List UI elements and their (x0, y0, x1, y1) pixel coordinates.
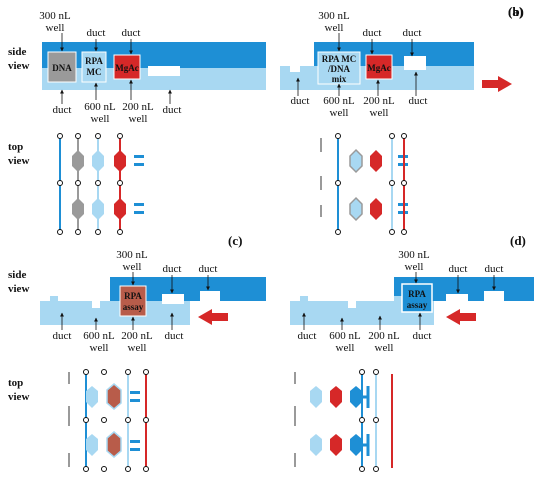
bottom-layer-d (290, 296, 434, 325)
assay-label-c1: RPA (124, 291, 142, 301)
top-view-label-c2: view (8, 391, 29, 403)
well600-label-1: 600 nL (84, 101, 116, 113)
mix-chamber (317, 51, 361, 85)
top-view-a (57, 133, 144, 235)
duct-bottom-d1: duct (298, 330, 317, 342)
flow-arrow-b (482, 76, 512, 92)
top-view-label-line2: view (8, 155, 29, 167)
side-view-label-c2: view (8, 283, 29, 295)
well300-label-2: well (46, 22, 65, 34)
duct-top-b2: duct (403, 27, 422, 39)
side-view-label-line2: view (8, 60, 29, 72)
panel-a-letter: (a) (508, 4, 523, 19)
flow-arrow-d (446, 309, 476, 325)
side-view-label-c1: side (8, 269, 26, 281)
duct-gap-c2 (200, 291, 220, 301)
mix-label-1: RPA MC (322, 54, 357, 64)
well200-label-2: well (129, 113, 148, 125)
duct-top-c1: duct (163, 263, 182, 275)
assay-chamber-d (401, 283, 433, 313)
well200-label-c1: 200 nL (121, 330, 153, 342)
rpa-mc-label-1: RPA (85, 56, 103, 66)
rpa-mc-label-2: MC (87, 67, 102, 77)
assay-label-c2: assay (123, 302, 144, 312)
side-view-label-line1: side (8, 46, 26, 58)
top-layer (42, 42, 266, 68)
panel-b: (b) RPA MC /DNA mix MgAc 300 nL well duc… (280, 4, 524, 235)
well300-label-c1: 300 nL (116, 249, 148, 261)
well200-label-b2: well (370, 107, 389, 119)
duct-gap-d1 (446, 294, 468, 304)
well600-label-c2: well (90, 342, 109, 354)
well300-label-d1: 300 nL (398, 249, 430, 261)
assay-label-d2: assay (407, 300, 428, 310)
well600-label-b1: 600 nL (323, 95, 355, 107)
panel-c-letter: (c) (228, 233, 242, 248)
assay-chamber-c (119, 285, 147, 317)
panel-c: (c) side view RPA assay 300 nL well duct… (8, 233, 266, 472)
panel-d: (d) RPA assay 300 nL well duct duct duct… (290, 233, 534, 472)
top-view-label-c1: top (8, 377, 23, 389)
duct-top-d1: duct (449, 263, 468, 275)
top-view-label-line1: top (8, 141, 23, 153)
panel-d-letter: (d) (510, 233, 526, 248)
duct-bottom-1: duct (53, 104, 72, 116)
duct-bottom-2: duct (163, 104, 182, 116)
duct-bottom-b1: duct (291, 95, 310, 107)
mix-label-2: /DNA (327, 64, 350, 74)
well200-label-d2: well (375, 342, 394, 354)
panel-b-letter: (b) (508, 4, 524, 19)
top-view-c (68, 369, 149, 472)
well300-label-b2: well (325, 22, 344, 34)
panel-a: (a) side view DNA RPA MC MgAc 300 nL wel… (8, 4, 523, 235)
duct-bottom-b2: duct (409, 95, 428, 107)
well200-label-c2: well (128, 342, 147, 354)
well600-label-b2: well (330, 107, 349, 119)
duct-top-2: duct (122, 27, 141, 39)
well300-label-c2: well (123, 261, 142, 273)
well600-label-2: well (91, 113, 110, 125)
well300-label-d2: well (405, 261, 424, 273)
well300-label-b1: 300 nL (318, 10, 350, 22)
well600-label-c1: 600 nL (83, 330, 115, 342)
well200-label-d1: 200 nL (368, 330, 400, 342)
mgac-chamber-b (365, 54, 393, 80)
duct-bottom-d2: duct (413, 330, 432, 342)
duct-top-1: duct (87, 27, 106, 39)
duct-top-d2: duct (485, 263, 504, 275)
well200-label-1: 200 nL (122, 101, 154, 113)
mix-label-3: mix (332, 74, 347, 84)
duct-bottom-c2: duct (165, 330, 184, 342)
duct-bottom-c1: duct (53, 330, 72, 342)
duct-gap-d2 (484, 291, 504, 301)
top-view-b (320, 133, 408, 235)
mgac-label: MgAc (115, 63, 139, 73)
well600-label-d2: well (336, 342, 355, 354)
mgac-label-b: MgAc (367, 63, 391, 73)
bottom-layer-c (40, 296, 190, 325)
well600-label-d1: 600 nL (329, 330, 361, 342)
dna-label: DNA (52, 63, 72, 73)
duct-gap (148, 66, 180, 76)
top-view-d (294, 369, 393, 472)
duct-top-c2: duct (199, 263, 218, 275)
duct-gap-b (404, 56, 426, 70)
dna-chamber (47, 51, 77, 83)
duct-top-b1: duct (363, 27, 382, 39)
well300-label-1: 300 nL (39, 10, 71, 22)
flow-arrow-c (198, 309, 228, 325)
rpa-mc-chamber (81, 51, 107, 83)
well200-label-b1: 200 nL (363, 95, 395, 107)
assay-label-d1: RPA (408, 289, 426, 299)
mgac-chamber (113, 54, 141, 80)
duct-gap-c1 (162, 294, 184, 304)
